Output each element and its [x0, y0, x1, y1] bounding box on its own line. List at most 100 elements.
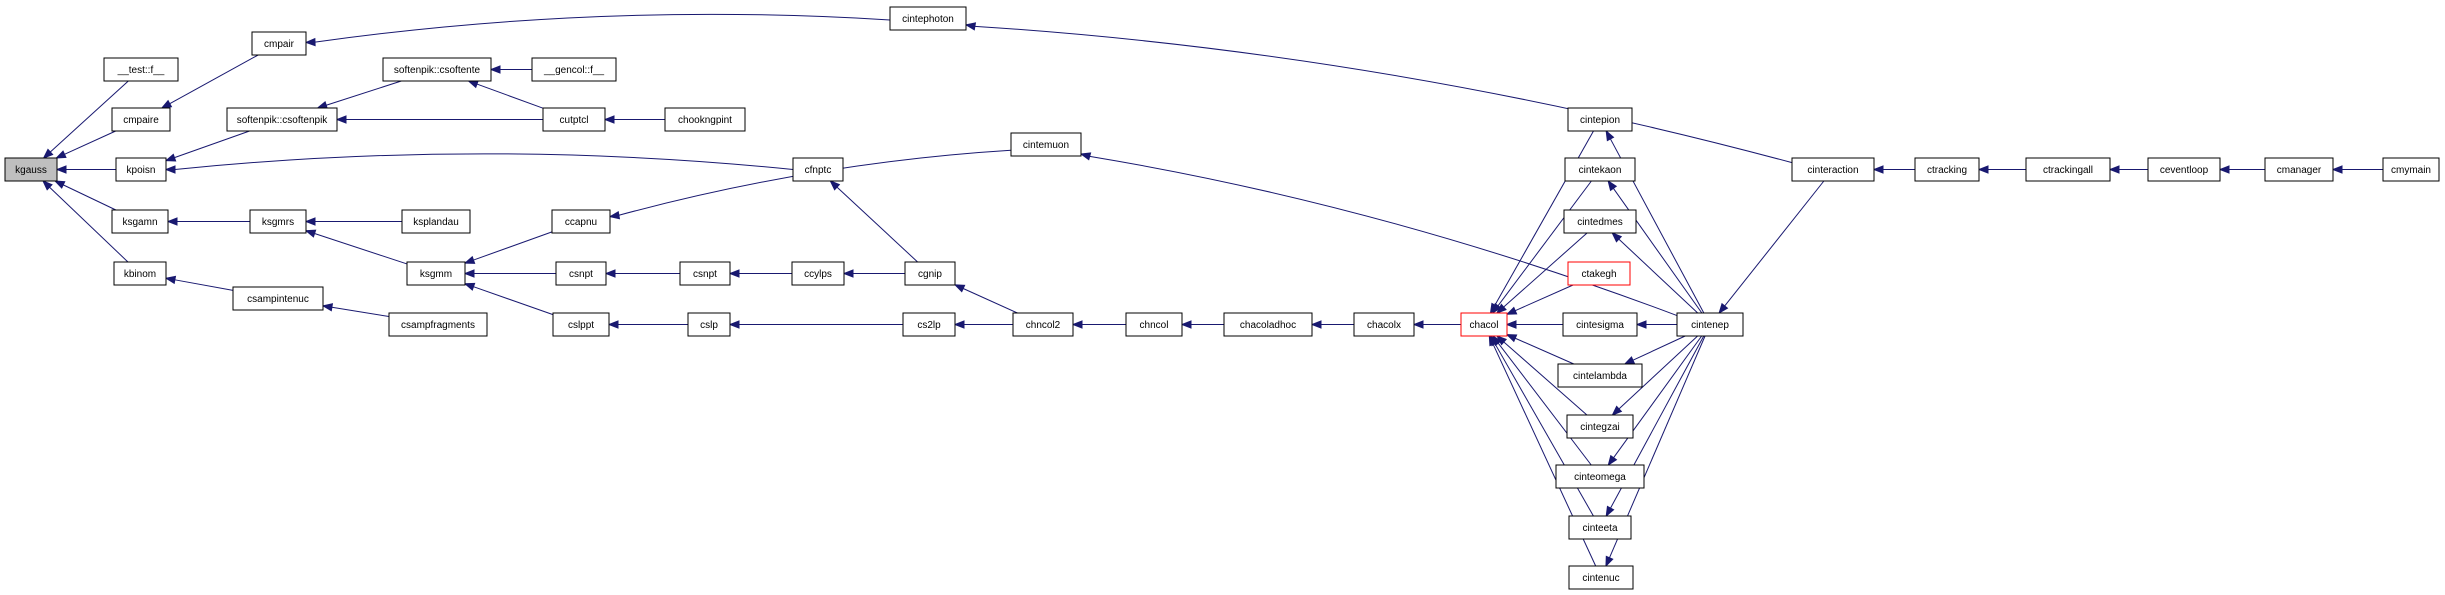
node-kbinom[interactable]: kbinom: [113, 261, 167, 286]
node-chacoladhoc[interactable]: chacoladhoc: [1223, 312, 1313, 337]
node-softenpik-csoftenpik[interactable]: softenpik::csoftenpik: [226, 107, 338, 132]
node-csnpt[interactable]: csnpt: [555, 261, 607, 286]
node-box: [1125, 312, 1183, 337]
node-chookngpint[interactable]: chookngpint: [664, 107, 746, 132]
node-chacol[interactable]: chacol: [1460, 312, 1508, 337]
node-label: softenpik::csoftenpik: [237, 115, 329, 126]
node-box: [4, 157, 58, 182]
edge-ccylps-to-csnpt2: [728, 269, 792, 278]
node-cinteomega[interactable]: cinteomega: [1555, 464, 1645, 489]
edge-gencol-to-softenpik_csoftente: [489, 65, 532, 74]
node-softenpik-csoftente[interactable]: softenpik::csoftente: [382, 57, 492, 82]
node-box: [531, 57, 617, 82]
node-box: [103, 57, 179, 82]
edge-cintenep-to-cintedmes: [1611, 232, 1699, 314]
node-label: cintephoton: [902, 14, 954, 25]
node-cs2lp[interactable]: cs2lp: [902, 312, 956, 337]
node-ctrackingall[interactable]: ctrackingall: [2025, 157, 2111, 182]
edge-ksplandau-to-ksgmrs: [304, 217, 402, 226]
node-cintenep[interactable]: cintenep: [1676, 312, 1744, 337]
edge-softenpik_csoftenpik-to-kpoisn: [164, 130, 250, 162]
node-ksplandau[interactable]: ksplandau: [401, 209, 471, 234]
node-cintesigma[interactable]: cintesigma: [1562, 312, 1638, 337]
node-box: [2025, 157, 2111, 182]
edge-ctakegh-to-chacol: [1505, 284, 1574, 315]
node-cintephoton[interactable]: cintephoton: [889, 6, 967, 31]
node-kgauss[interactable]: kgauss: [4, 157, 58, 182]
edge-cintephoton-to-cmpair: [304, 13, 891, 47]
node-cintekaon[interactable]: cintekaon: [1564, 157, 1636, 182]
node-label: cmymain: [2391, 165, 2431, 176]
node-chacolx[interactable]: chacolx: [1353, 312, 1415, 337]
node-cslp[interactable]: cslp: [687, 312, 731, 337]
node-cfnptc[interactable]: cfnptc: [792, 157, 844, 182]
node-label: chacolx: [1367, 320, 1401, 331]
node-box: [251, 31, 307, 56]
node-chncol[interactable]: chncol: [1125, 312, 1183, 337]
edge-ceventloop-to-ctrackingall: [2108, 165, 2148, 174]
node-ccapnu[interactable]: ccapnu: [551, 209, 611, 234]
node-cmymain[interactable]: cmymain: [2382, 157, 2440, 182]
node-label: cinteeta: [1582, 523, 1617, 534]
node-cslppt[interactable]: cslppt: [552, 312, 610, 337]
edge-cmymain-to-cmanager: [2331, 165, 2383, 174]
node-csampfragments[interactable]: csampfragments: [388, 312, 488, 337]
edge-chncol-to-chncol2: [1071, 320, 1126, 329]
node-label: cintekaon: [1579, 165, 1622, 176]
edge-softenpik_csoftente-to-softenpik_csoftenpik: [316, 80, 402, 110]
node-csnpt[interactable]: csnpt: [679, 261, 731, 286]
node-label: cintelambda: [1573, 371, 1627, 382]
node-box: [2147, 157, 2221, 182]
node-label: cintedmes: [1577, 217, 1623, 228]
node-box: [904, 261, 956, 286]
node-ctakegh[interactable]: ctakegh: [1567, 261, 1631, 286]
edge-ctracking-to-cinteraction: [1872, 165, 1915, 174]
node-cintemuon[interactable]: cintemuon: [1010, 132, 1082, 157]
node-kpoisn[interactable]: kpoisn: [115, 157, 167, 182]
node-ksgamn[interactable]: ksgamn: [111, 209, 169, 234]
node-cinteraction[interactable]: cinteraction: [1791, 157, 1875, 182]
node-cmanager[interactable]: cmanager: [2264, 157, 2334, 182]
node-cintegzai[interactable]: cintegzai: [1566, 414, 1634, 439]
node-label: ctakegh: [1581, 269, 1616, 280]
node-gencol-f[interactable]: __gencol::f__: [531, 57, 617, 82]
node-cintelambda[interactable]: cintelambda: [1557, 363, 1643, 388]
node-box: [551, 209, 611, 234]
node-box: [2382, 157, 2440, 182]
edge-cinteбomega-to-chacol: [1491, 334, 1592, 466]
node-ctracking[interactable]: ctracking: [1914, 157, 1980, 182]
node-label: csampfragments: [401, 320, 475, 331]
node-cgnip[interactable]: cgnip: [904, 261, 956, 286]
node-ceventloop[interactable]: ceventloop: [2147, 157, 2221, 182]
edge-cs2lp-to-cslp: [728, 320, 903, 329]
node-box: [113, 261, 167, 286]
node-cintepion[interactable]: cintepion: [1567, 107, 1633, 132]
node-box: [1568, 515, 1632, 540]
node-cinteeta[interactable]: cinteeta: [1568, 515, 1632, 540]
node-box: [791, 261, 845, 286]
node-ccylps[interactable]: ccylps: [791, 261, 845, 286]
edge-test-to-kgauss: [42, 80, 129, 159]
node-box: [249, 209, 307, 234]
node-chncol2[interactable]: chncol2: [1012, 312, 1074, 337]
node-cmpair[interactable]: cmpair: [251, 31, 307, 56]
node-box: [1563, 209, 1637, 234]
node-test-f[interactable]: __test::f__: [103, 57, 179, 82]
node-label: ksgmm: [420, 269, 452, 280]
node-box: [1566, 414, 1634, 439]
node-cutptcl[interactable]: cutptcl: [542, 107, 606, 132]
edge-cintekaon-to-chacol: [1491, 180, 1592, 315]
node-box: [111, 107, 171, 132]
edge-ksgmrs-to-ksgamn: [166, 217, 250, 226]
node-cintenuc[interactable]: cintenuc: [1568, 565, 1634, 590]
node-box: [1676, 312, 1744, 337]
node-ksgmrs[interactable]: ksgmrs: [249, 209, 307, 234]
node-cintedmes[interactable]: cintedmes: [1563, 209, 1637, 234]
node-cmpaire[interactable]: cmpaire: [111, 107, 171, 132]
node-box: [1562, 312, 1638, 337]
node-csampintenuc[interactable]: csampintenuc: [232, 286, 324, 311]
edge-kbinom-to-kgauss: [42, 180, 129, 263]
node-label: kgauss: [15, 165, 47, 176]
node-box: [664, 107, 746, 132]
node-ksgmm[interactable]: ksgmm: [406, 261, 466, 286]
